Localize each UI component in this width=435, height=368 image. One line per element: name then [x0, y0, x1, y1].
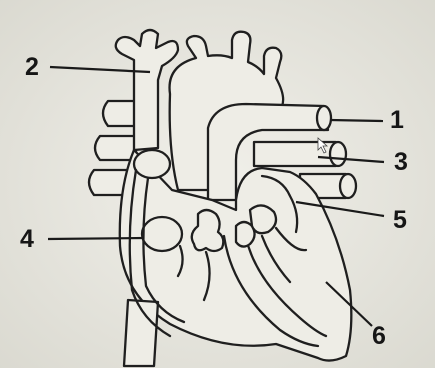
sinoatrial-ring [134, 150, 170, 178]
label-1: 1 [390, 108, 404, 133]
label-6: 6 [372, 324, 386, 349]
label-4: 4 [20, 227, 34, 252]
leader-line-4 [48, 238, 144, 239]
aortic-valve [250, 205, 276, 233]
label-5: 5 [393, 208, 407, 233]
label-3: 3 [394, 150, 408, 175]
leader-line-1 [330, 120, 383, 121]
right-atrium-opening [142, 217, 182, 251]
pulmonary-artery-opening [317, 106, 331, 130]
label-2: 2 [25, 55, 39, 80]
